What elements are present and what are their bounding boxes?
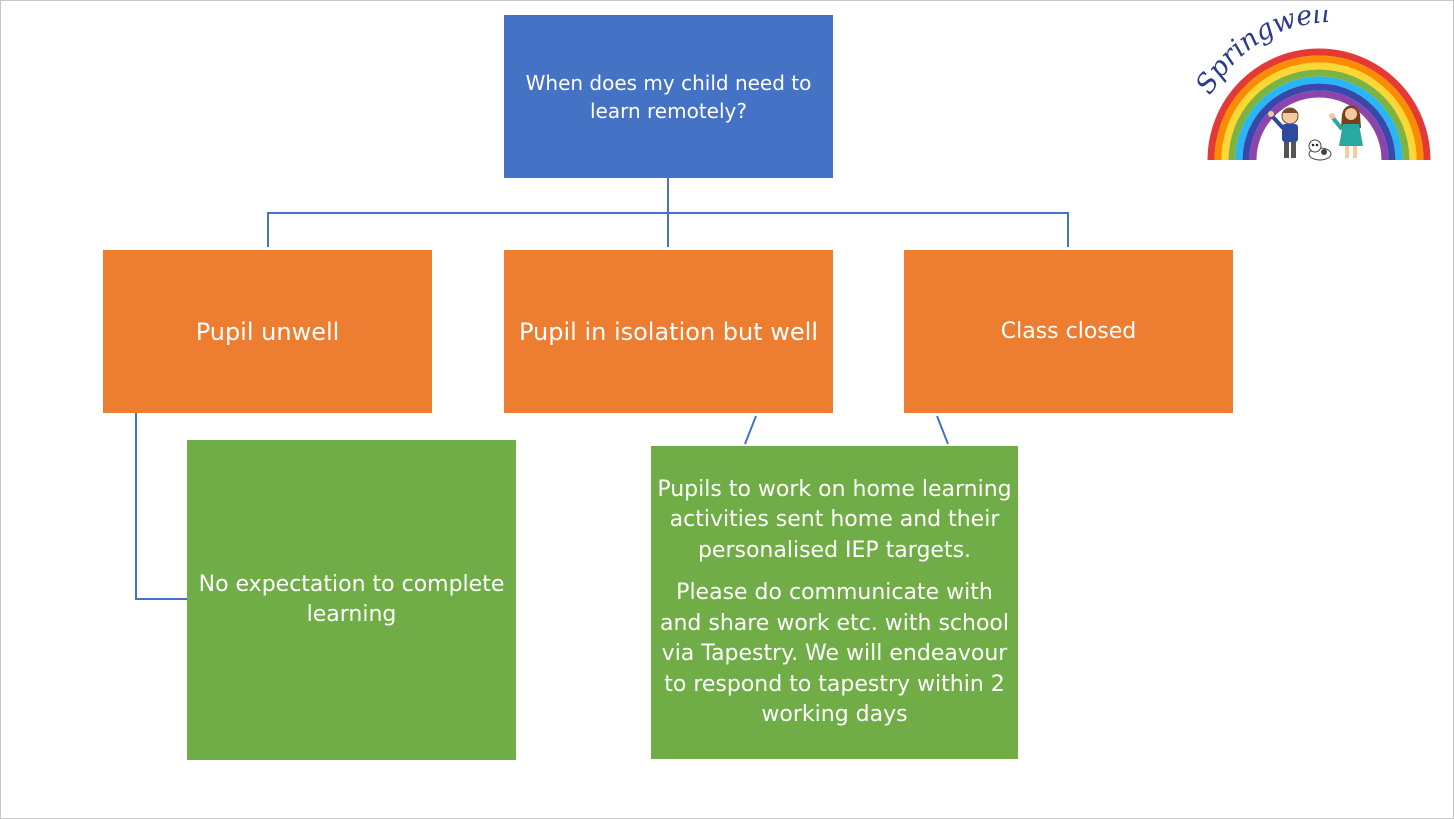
girl-figure [1329,105,1363,158]
pupil-isolation-box: Pupil in isolation but well [504,250,833,413]
home-learning-paragraph-2: Please do communicate with and share wor… [659,580,1010,727]
pupil-unwell-text: Pupil unwell [195,317,340,346]
connector-closed-to-home-learning [936,415,949,445]
springwell-logo: Springwell [1196,10,1431,161]
pupil-unwell-box: Pupil unwell [103,250,432,413]
home-learning-box: Pupils to work on home learning activiti… [651,446,1018,759]
no-expectation-text: No expectation to complete learning [198,571,505,628]
root-question-box: When does my child need to learn remotel… [504,15,833,178]
class-closed-box: Class closed [904,250,1233,413]
connector-root-to-branches [267,178,1069,247]
root-question-text: When does my child need to learn remotel… [525,70,812,123]
home-learning-paragraph-1: Pupils to work on home learning activiti… [657,476,1012,563]
boy-figure [1268,107,1299,158]
pupil-isolation-text: Pupil in isolation but well [518,317,818,346]
connector-unwell-to-no-expectation [135,413,187,600]
class-closed-text: Class closed [1000,318,1137,344]
no-expectation-box: No expectation to complete learning [187,440,516,760]
dog-figure [1308,139,1332,161]
connector-isolation-to-home-learning [744,415,757,445]
